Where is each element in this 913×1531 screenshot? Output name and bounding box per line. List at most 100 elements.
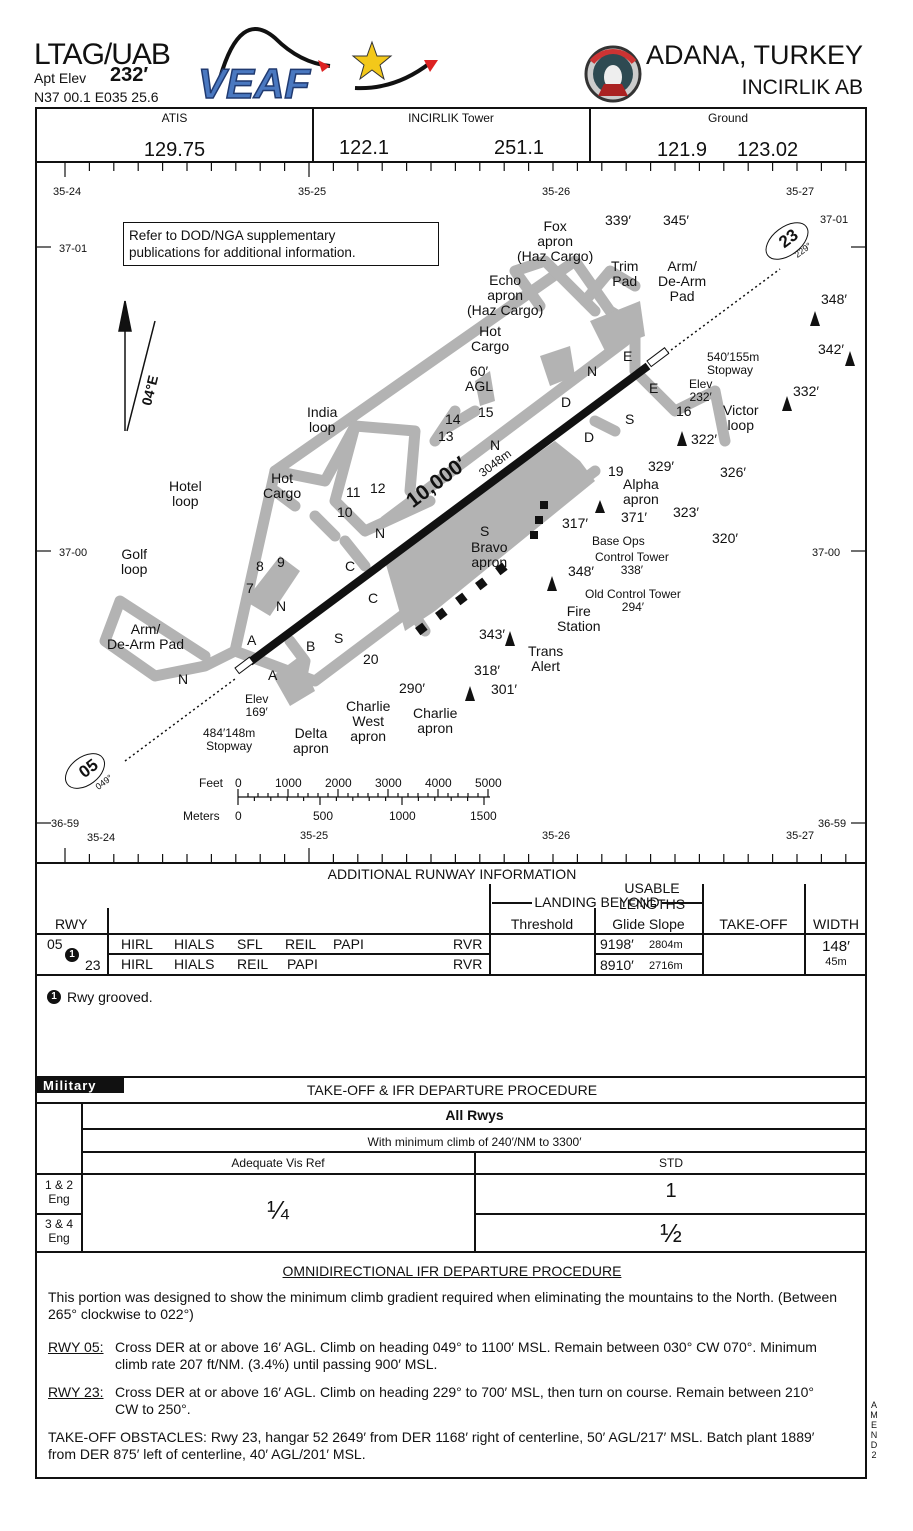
obstacle-301: 301′ bbox=[491, 681, 517, 697]
ground-label: Ground bbox=[707, 111, 749, 125]
omni-departure: OMNIDIRECTIONAL IFR DEPARTURE PROCEDURE … bbox=[35, 1251, 867, 1479]
obstacle-343: 343′ bbox=[479, 626, 505, 642]
arm-dearm-ne-label: Arm/ De-Arm Pad bbox=[658, 258, 707, 304]
spot-15: 15 bbox=[478, 404, 494, 420]
scale-feet-1000: 1000 bbox=[275, 776, 302, 790]
omni-intro: This portion was designed to show the mi… bbox=[48, 1289, 838, 1322]
std-1-2-eng: 1 bbox=[665, 1180, 677, 1202]
tower-freq-vhf: 122.1 bbox=[339, 137, 390, 159]
rwy05-label: RWY 05: bbox=[48, 1339, 104, 1355]
bravo-apron-label: Bravo apron bbox=[471, 539, 508, 570]
taxiway-s: S bbox=[334, 630, 344, 646]
runway-05-23 bbox=[247, 362, 651, 666]
spot-7: 7 bbox=[246, 580, 254, 596]
squadron-patch bbox=[584, 45, 642, 103]
obstacle-332: 332′ bbox=[793, 383, 819, 399]
charlie-west-apron-label: Charlie West apron bbox=[346, 698, 391, 744]
light-hirl: HIRL bbox=[121, 956, 153, 972]
all-rwys: All Rwys bbox=[445, 1107, 504, 1123]
obstacle-318: 318′ bbox=[474, 662, 500, 678]
col-glide-slope: Glide Slope bbox=[612, 916, 685, 932]
glide-ft: 9198′ bbox=[600, 936, 634, 952]
tower-freq-uhf: 251.1 bbox=[494, 137, 545, 159]
col-takeoff: TAKE-OFF bbox=[719, 916, 788, 932]
ground-freq-1: 121.9 bbox=[657, 139, 708, 161]
row-1-2-eng: 1 & 2 Eng bbox=[44, 1178, 74, 1206]
runway-info-title: ADDITIONAL RUNWAY INFORMATION bbox=[327, 866, 577, 882]
glide-m: 2716m bbox=[649, 960, 683, 972]
light-reil: REIL bbox=[237, 956, 269, 972]
taxiway-n: N bbox=[490, 437, 501, 453]
obstacle-329: 329′ bbox=[648, 458, 674, 474]
col-adequate-vis: Adequate Vis Ref bbox=[231, 1156, 325, 1170]
grid-bottom-2: 35-25 bbox=[300, 830, 329, 842]
elev-value: 232′ bbox=[110, 64, 149, 86]
elev-05-label: Elev 169′ bbox=[245, 692, 269, 719]
north-arrow bbox=[118, 300, 156, 432]
light-sfl: SFL bbox=[237, 936, 263, 952]
width-m: 45m bbox=[825, 956, 847, 968]
scale-feet-0: 0 bbox=[235, 776, 242, 790]
obstacle-320: 320′ bbox=[712, 530, 738, 546]
notes-box: 1 Rwy grooved. bbox=[35, 974, 867, 1078]
grid-top-3: 35-26 bbox=[542, 186, 571, 198]
scale-meters-0: 0 bbox=[235, 809, 242, 823]
omni-title: OMNIDIRECTIONAL IFR DEPARTURE PROCEDURE bbox=[282, 1263, 622, 1279]
light-papi: PAPI bbox=[333, 936, 364, 952]
victor-loop-label: Victor loop bbox=[723, 402, 759, 433]
ground-freq-2: 123.02 bbox=[737, 139, 799, 161]
landing-beyond-label: LANDING BEYOND bbox=[534, 894, 660, 910]
obstacle-342: 342′ bbox=[818, 341, 844, 357]
glide-m: 2804m bbox=[649, 939, 683, 951]
control-tower-label: Control Tower 338′ bbox=[595, 550, 669, 577]
note-marker: 1 bbox=[65, 948, 79, 962]
airport-ident: LTAG/UAB bbox=[34, 38, 171, 71]
grid-right-2: 37-00 bbox=[812, 547, 841, 559]
scale-meters-1000: 1000 bbox=[389, 809, 416, 823]
runway-info-table: ADDITIONAL RUNWAY INFORMATION USABLE LEN… bbox=[35, 862, 867, 976]
agl-label: 60′ AGL bbox=[465, 363, 494, 394]
taxiway-a: A bbox=[268, 667, 278, 683]
fire-station-label: Fire Station bbox=[557, 603, 601, 634]
scale-bar bbox=[237, 789, 490, 805]
scale-meters-1500: 1500 bbox=[470, 809, 497, 823]
obstacle-326: 326′ bbox=[720, 464, 746, 480]
obstacle-icons bbox=[465, 311, 855, 701]
scale-feet-label: Feet bbox=[199, 776, 224, 790]
spot-20: 20 bbox=[363, 651, 379, 667]
trim-pad-label: Trim Pad bbox=[611, 258, 639, 289]
grid-left-1: 37-01 bbox=[59, 243, 88, 255]
spot-19: 19 bbox=[608, 463, 624, 479]
echo-apron-label: Echo apron (Haz Cargo) bbox=[467, 272, 544, 318]
spot-12: 12 bbox=[370, 480, 386, 496]
fox-apron-label: Fox apron (Haz Cargo) bbox=[517, 218, 594, 264]
glide-ft: 8910′ bbox=[600, 957, 634, 973]
arm-dearm-sw-label: Arm/ De-Arm Pad bbox=[107, 621, 185, 652]
diagram-graphics bbox=[35, 161, 867, 864]
rvr: RVR bbox=[453, 936, 483, 952]
departure-title: TAKE-OFF & IFR DEPARTURE PROCEDURE bbox=[306, 1082, 598, 1098]
row-3-4-eng: 3 & 4 Eng bbox=[44, 1217, 74, 1245]
std-3-4-eng: ½ bbox=[660, 1218, 682, 1248]
stopway-05-label: 484′148m Stopway bbox=[203, 726, 256, 753]
frequency-box: ATIS 129.75 INCIRLIK Tower 122.1 251.1 G… bbox=[35, 107, 867, 163]
obstacle-348b: 348′ bbox=[568, 563, 594, 579]
logo-text: VEAF bbox=[198, 60, 311, 106]
light-papi: PAPI bbox=[287, 956, 318, 972]
rwy05-procedure: Cross DER at or above 16′ AGL. Climb on … bbox=[115, 1339, 817, 1372]
grid-top-1: 35-24 bbox=[53, 186, 82, 198]
taxiway-a: A bbox=[247, 632, 257, 648]
grid-bottom-1: 35-24 bbox=[87, 832, 116, 844]
taxiway-c: C bbox=[345, 558, 356, 574]
note-text: Rwy grooved. bbox=[67, 989, 153, 1005]
taxiway-d: D bbox=[584, 429, 595, 445]
golf-loop-label: Golf loop bbox=[121, 546, 148, 577]
buildings bbox=[415, 501, 548, 636]
obstacle-317: 317′ bbox=[562, 515, 588, 531]
old-control-tower-label: Old Control Tower 294′ bbox=[585, 587, 681, 614]
india-loop-label: India loop bbox=[307, 404, 338, 435]
stopway-23 bbox=[646, 347, 670, 368]
rwy-23: 23 bbox=[85, 957, 101, 973]
spot-14: 14 bbox=[445, 411, 461, 427]
airport-diagram: 35-24 35-25 35-26 35-27 35-24 35-25 35-2… bbox=[35, 161, 867, 864]
